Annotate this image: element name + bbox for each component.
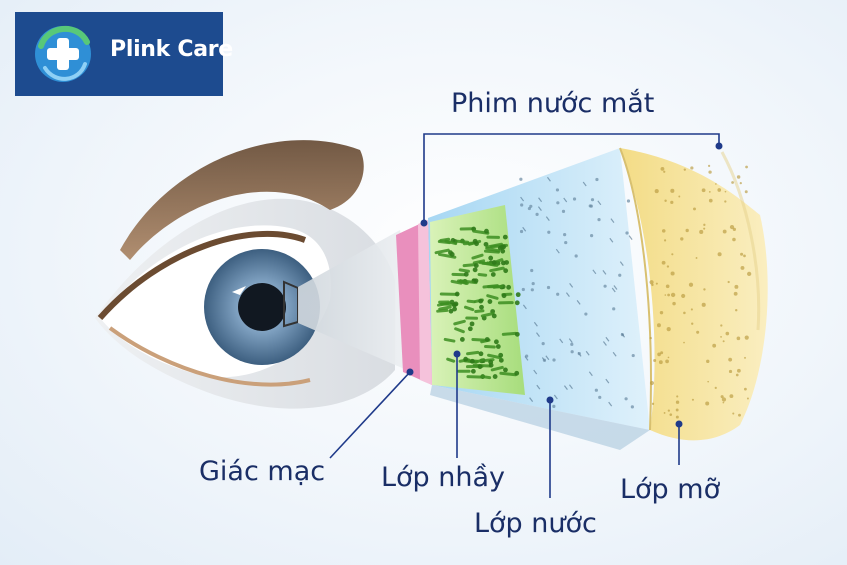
brand-logo: Plink Care [15,12,233,96]
label-water-layer: Lớp nước [474,508,597,539]
zoom-beam [298,230,430,380]
eye-illustration [95,140,395,409]
label-mucus-layer: Lớp nhầy [381,462,506,493]
medical-cross-icon [35,25,91,82]
cornea-leader [329,371,411,459]
layer-texture [434,164,752,419]
lipid-layer-shape [620,148,768,441]
brand-name: Plink Care [110,37,233,62]
label-lipid-layer: Lớp mỡ [620,474,721,505]
label-tear-film: Phim nước mắt [451,88,655,119]
tear-film-leader [423,133,720,223]
label-cornea: Giác mạc [199,456,326,487]
